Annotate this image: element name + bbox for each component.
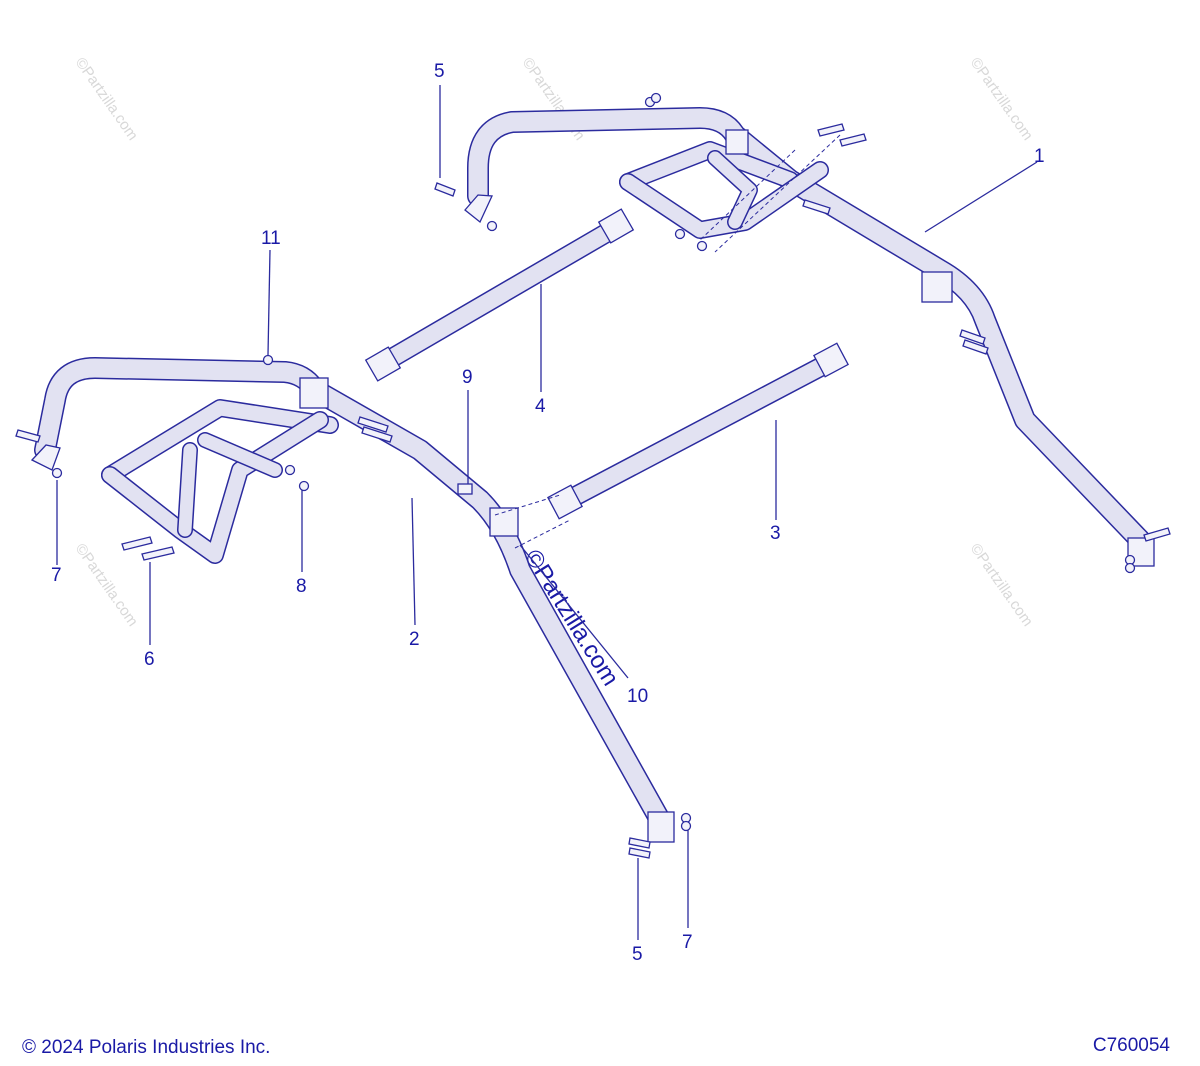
cross-bar-lower bbox=[494, 342, 849, 549]
watermark: ©Partzilla.com bbox=[967, 541, 1037, 630]
watermark: ©Partzilla.com bbox=[72, 541, 142, 630]
front-cage-frame bbox=[30, 357, 675, 843]
callout-4: 4 bbox=[535, 396, 546, 417]
callouts: 1 2 3 4 5 5 6 7 7 8 9 10 11 bbox=[51, 61, 1045, 965]
leader-lines bbox=[56, 85, 1038, 940]
callout-8: 8 bbox=[296, 576, 307, 597]
callout-1: 1 bbox=[1034, 146, 1045, 167]
callout-7-right: 7 bbox=[682, 932, 693, 953]
callout-11: 11 bbox=[261, 228, 281, 249]
callout-10: 10 bbox=[627, 686, 648, 707]
cross-bar-upper bbox=[364, 208, 635, 382]
callout-3: 3 bbox=[770, 523, 781, 544]
callout-2: 2 bbox=[409, 629, 420, 650]
callout-9: 9 bbox=[462, 367, 473, 388]
watermark: ©Partzilla.com bbox=[967, 55, 1037, 144]
watermark: ©Partzilla.com bbox=[72, 55, 142, 144]
callout-5-top: 5 bbox=[434, 61, 445, 82]
callout-7-left: 7 bbox=[51, 565, 62, 586]
callout-5-bottom: 5 bbox=[632, 944, 643, 965]
callout-6: 6 bbox=[144, 649, 155, 670]
rear-cage-frame bbox=[464, 107, 1155, 567]
copyright-text: © 2024 Polaris Industries Inc. bbox=[22, 1037, 271, 1058]
part-number: C760054 bbox=[1092, 1035, 1170, 1056]
hardware bbox=[15, 92, 1171, 859]
